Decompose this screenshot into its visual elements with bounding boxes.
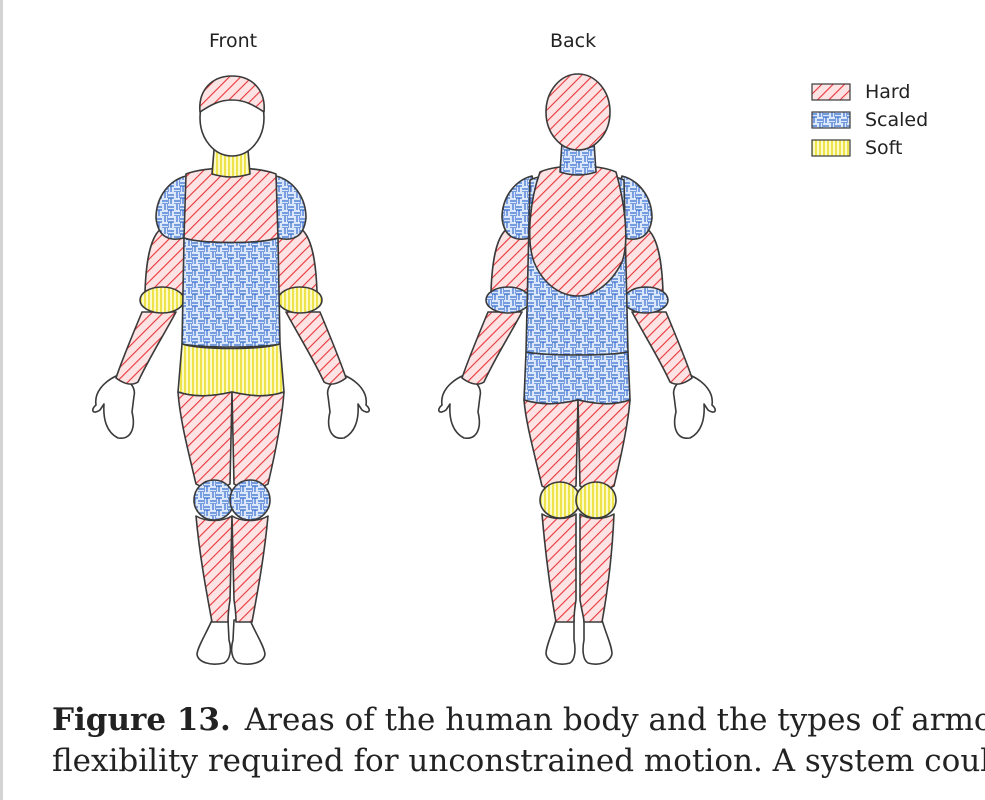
front-right-foot (230, 619, 266, 665)
back-figure (438, 73, 716, 665)
front-right-shin (231, 515, 269, 623)
back-left-knee (539, 481, 581, 519)
front-right-hand (326, 375, 370, 439)
back-left-calf (541, 513, 577, 623)
front-right-knee (229, 479, 271, 521)
legend-item-hard: Hard (811, 78, 928, 106)
front-pelvis (177, 343, 285, 397)
back-right-elbow (623, 286, 669, 314)
back-right-foot (582, 619, 613, 665)
front-right-elbow (277, 286, 323, 314)
legend-label-soft: Soft (865, 137, 903, 159)
front-left-hand (92, 375, 136, 439)
front-right-thigh (231, 391, 285, 490)
back-right-hand (672, 375, 716, 439)
back-left-thigh (523, 399, 579, 492)
back-right-shoulder (617, 175, 653, 240)
scaled-swatch (811, 111, 851, 129)
back-right-knee (575, 481, 617, 519)
back-left-foot (545, 619, 576, 665)
front-left-forearm (115, 311, 177, 385)
front-chest (183, 167, 279, 244)
back-view-label: Back (550, 30, 597, 52)
soft-swatch (811, 139, 851, 157)
front-neck (211, 149, 251, 178)
front-view-label: Front (209, 30, 258, 52)
legend: Hard Scaled Soft (811, 78, 928, 162)
caption-line-2: flexibility required for unconstrained m… (52, 743, 985, 779)
caption-figure-label: Figure 13. (52, 702, 231, 738)
back-left-hand (438, 375, 482, 439)
front-left-elbow (139, 286, 185, 314)
back-right-thigh (577, 399, 631, 492)
front-left-knee (193, 479, 235, 521)
front-left-thigh (177, 391, 233, 490)
front-right-shoulder (271, 175, 307, 240)
front-abdomen (181, 237, 281, 348)
back-left-forearm (461, 311, 523, 385)
body-armour-diagram (92, 73, 716, 665)
legend-item-soft: Soft (811, 134, 928, 162)
back-neck (559, 141, 597, 176)
page-edge (0, 0, 3, 800)
legend-label-scaled: Scaled (865, 109, 929, 131)
back-seat (523, 351, 631, 405)
legend-item-scaled: Scaled (811, 106, 928, 134)
back-left-shoulder (501, 175, 537, 240)
caption-text-1: Areas of the human body and the types of… (244, 702, 985, 738)
caption-line-1: Figure 13. Areas of the human body and th… (52, 700, 985, 741)
front-left-shoulder (155, 175, 191, 240)
front-right-forearm (285, 311, 347, 385)
back-right-calf (579, 513, 615, 623)
front-helmet (199, 75, 265, 113)
back-left-elbow (485, 286, 531, 314)
back-head (545, 73, 611, 151)
legend-label-hard: Hard (865, 81, 911, 103)
back-right-forearm (631, 311, 693, 385)
back-upper-back (528, 165, 627, 297)
front-left-foot (196, 619, 232, 665)
front-figure (92, 75, 370, 665)
hard-swatch (811, 83, 851, 101)
front-left-shin (195, 515, 233, 623)
figure-caption: Figure 13. Areas of the human body and th… (52, 700, 985, 782)
